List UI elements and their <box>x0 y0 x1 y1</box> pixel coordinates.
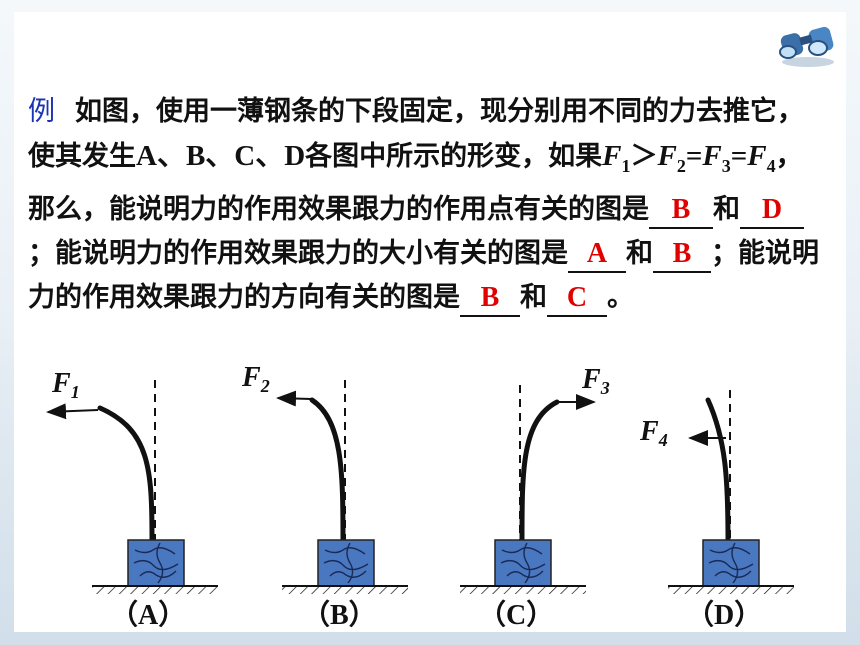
answer-blank-5: B <box>460 281 520 317</box>
force-label-c: F3 <box>581 364 610 398</box>
equals-sign-1: = <box>685 140 703 172</box>
answer-blank-2: D <box>740 193 804 229</box>
equals-sign-2: = <box>730 140 748 172</box>
force-f2: F2 <box>657 140 686 176</box>
force-label-b: F2 <box>241 362 270 396</box>
answer-blank-1: B <box>649 193 713 229</box>
and-3: 和 <box>520 281 547 313</box>
force-f1: F1 <box>602 140 631 176</box>
problem-text: 例如图，使用一薄钢条的下段固定，现分别用不同的力去推它，使其发生A、B、C、D各… <box>28 90 828 320</box>
problem-text-3: ，那么，能说明力的作用效果跟力的作用点有关的图是 <box>28 141 803 225</box>
ground-hatch-d <box>668 586 794 594</box>
problem-text-2: 各图中所示的形变，如果 <box>305 141 603 172</box>
figure-b: F2 （B） <box>241 362 408 631</box>
clamp-block-b <box>317 539 375 587</box>
clamp-block-d <box>702 539 760 587</box>
caption-d: （D） <box>686 598 762 631</box>
caption-a: （A） <box>110 598 186 631</box>
and-1: 和 <box>713 193 740 225</box>
ground-hatch-a <box>92 586 218 594</box>
greater-than-sign: ＞ <box>630 141 658 172</box>
problem-text-5: ；能说明力的作用效果跟力的方向有关的图是 <box>28 237 819 313</box>
caption-b: （B） <box>302 598 377 631</box>
period: 。 <box>607 281 634 313</box>
problem-figure-letters: A、B、C、D <box>136 140 306 172</box>
force-f3: F3 <box>702 140 731 176</box>
example-label: 例 <box>28 96 55 127</box>
answer-blank-6: C <box>547 281 607 317</box>
steel-strip-b <box>309 397 346 543</box>
force-label-a: F1 <box>51 368 80 402</box>
force-arrow-b <box>276 390 312 407</box>
steel-strip-d <box>705 397 731 543</box>
steel-strip-c <box>519 399 560 543</box>
problem-text-4: ；能说明力的作用效果跟力的大小有关的图是 <box>28 237 568 269</box>
answer-blank-3: A <box>568 237 626 273</box>
ground-hatch-b <box>282 586 408 594</box>
figure-c: F3 （C） <box>460 364 610 631</box>
clamp-block-c <box>494 539 552 587</box>
binoculars-icon[interactable] <box>776 22 840 70</box>
steel-strip-a <box>97 405 155 543</box>
problem-text-1: 如图，使用一薄钢条的下段固定，现分别用不同的力去推它，使其发生 <box>28 96 804 172</box>
ground-hatch-c <box>460 586 586 594</box>
figure-a: F1 （A） <box>46 368 218 631</box>
answer-blank-4: B <box>653 237 711 273</box>
force-f4: F4 <box>747 140 776 176</box>
force-arrow-a <box>46 403 99 420</box>
caption-c: （C） <box>478 598 554 631</box>
clamp-block-a <box>127 539 185 587</box>
force-label-d: F4 <box>639 416 668 450</box>
figure-d: F4 （D） <box>639 390 794 631</box>
and-2: 和 <box>626 237 653 269</box>
